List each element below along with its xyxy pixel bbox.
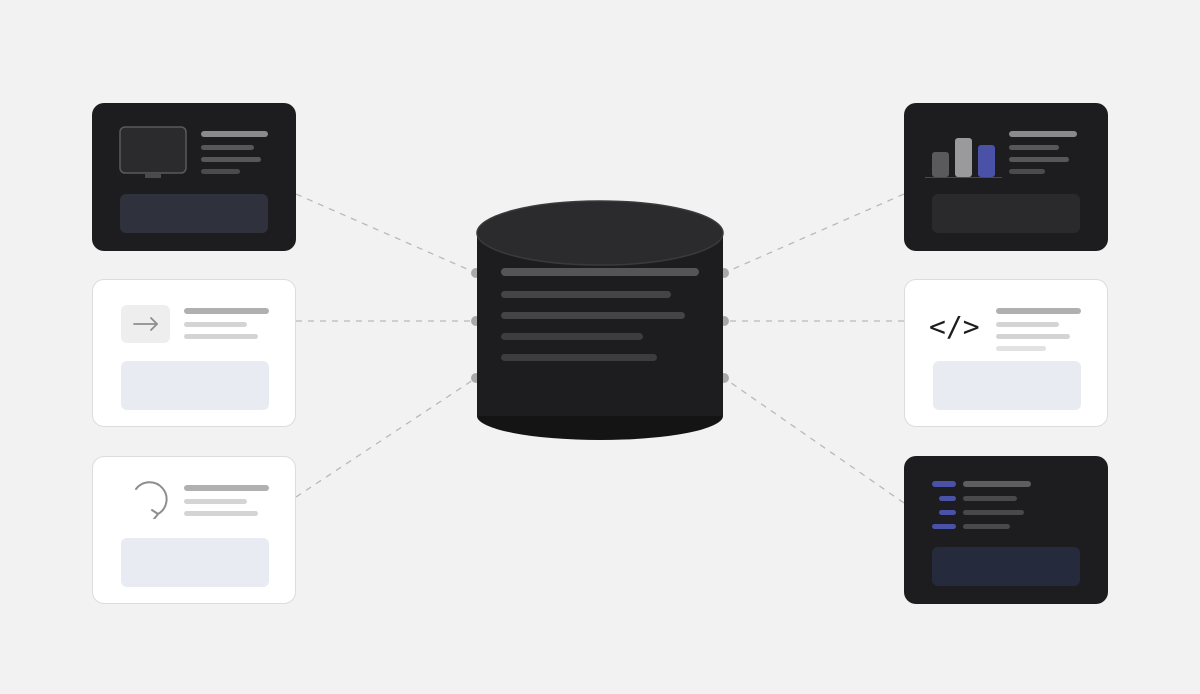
card-bottom-right	[904, 456, 1108, 604]
monitor-icon	[119, 126, 187, 178]
list-bullet	[939, 496, 956, 501]
card-top-left	[92, 103, 296, 251]
db-line	[501, 268, 699, 276]
text-line	[996, 346, 1046, 351]
icon-tile	[121, 305, 170, 343]
text-line	[963, 496, 1017, 501]
card-bottom-left	[92, 456, 296, 604]
text-line	[201, 131, 268, 137]
content-panel	[932, 194, 1080, 233]
text-line	[184, 511, 258, 516]
text-line	[201, 169, 240, 174]
text-line	[1009, 145, 1059, 150]
text-line	[201, 157, 261, 162]
text-line	[963, 510, 1024, 515]
text-line	[996, 308, 1081, 314]
card-mid-left	[92, 279, 296, 427]
db-line	[501, 333, 643, 340]
content-panel	[121, 361, 269, 410]
content-panel	[121, 538, 269, 587]
text-line	[184, 308, 269, 314]
arrow-right-icon	[133, 317, 158, 331]
text-line	[184, 485, 269, 491]
text-line	[184, 499, 247, 504]
db-line	[501, 312, 685, 319]
text-line	[996, 334, 1070, 339]
connector-top-left	[295, 193, 477, 274]
content-panel	[120, 194, 268, 233]
text-line	[184, 322, 247, 327]
text-line	[1009, 169, 1045, 174]
list-bullet	[932, 524, 956, 529]
list-bullet	[939, 510, 956, 515]
code-icon: </>	[929, 310, 980, 343]
card-top-right	[904, 103, 1108, 251]
database-icon	[476, 200, 724, 440]
text-line	[184, 334, 258, 339]
card-mid-right: </>	[904, 279, 1108, 427]
text-line	[963, 481, 1031, 487]
text-line	[201, 145, 254, 150]
content-panel	[933, 361, 1081, 410]
connector-bottom-left	[295, 377, 477, 498]
content-panel	[932, 547, 1080, 586]
refresh-icon	[135, 481, 168, 519]
text-line	[1009, 157, 1069, 162]
text-line	[996, 322, 1059, 327]
database-hub	[476, 200, 724, 442]
db-line	[501, 354, 657, 361]
bar-chart-icon	[925, 138, 1002, 178]
text-line	[1009, 131, 1077, 137]
db-line	[501, 291, 671, 298]
text-line	[963, 524, 1010, 529]
connector-top-right	[723, 193, 905, 274]
list-bullet	[932, 481, 956, 487]
connector-bottom-right	[723, 377, 905, 504]
